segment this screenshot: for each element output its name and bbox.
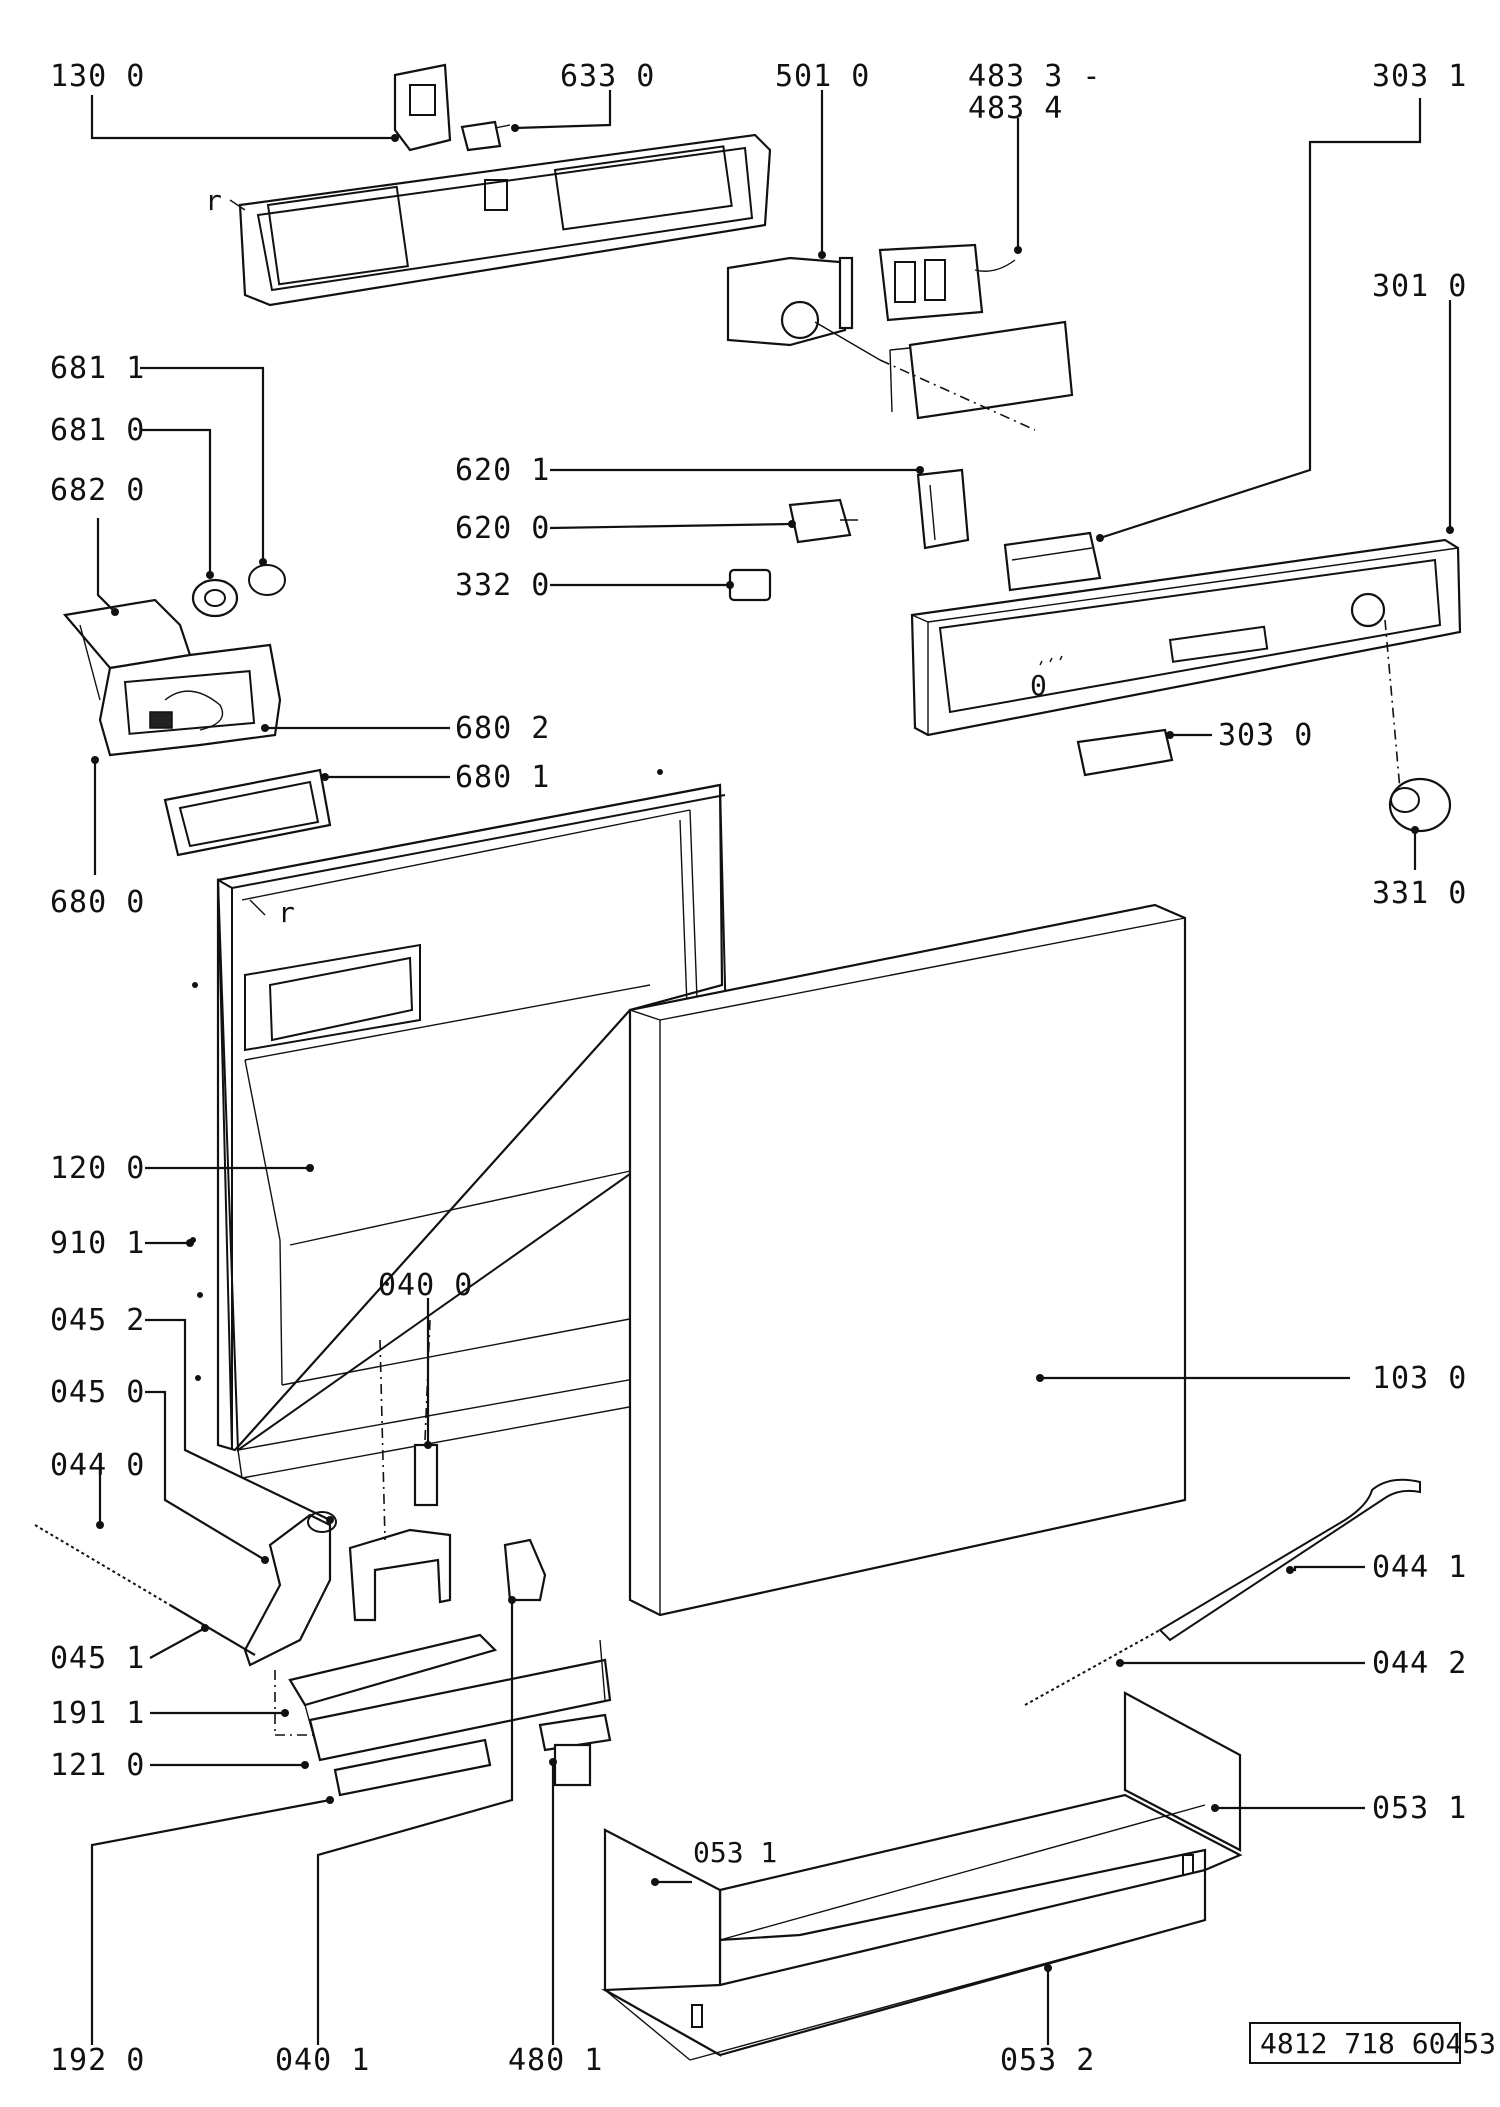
label-681-1: 681 1 [50, 351, 145, 386]
left-spring-part [34, 1524, 256, 1656]
label-680-2: 680 2 [455, 711, 550, 746]
label-331-0: 331 0 [1372, 876, 1467, 911]
upper-handle-part [1003, 531, 1102, 592]
rail-clip-part [538, 1713, 612, 1787]
leader-dots [91, 124, 1454, 1972]
label-044-2: 044 2 [1372, 1646, 1467, 1681]
bracket-switch-part [393, 63, 452, 152]
label-053-1-right: 053 1 [1372, 1791, 1467, 1826]
switch-part [788, 498, 858, 544]
label-r-mid: r [278, 896, 295, 929]
label-130-0: 130 0 [50, 59, 145, 94]
small-hinge-bracket-part [503, 1538, 547, 1602]
reference-number-box: 4812 718 60453 [1249, 2022, 1496, 2064]
label-120-0: 120 0 [50, 1151, 145, 1186]
label-681-0: 681 0 [50, 413, 145, 448]
leader-lines [90, 90, 1452, 2045]
lower-handle-part [1076, 728, 1174, 777]
control-bracket-part [229, 133, 772, 307]
right-lever-part [1158, 1478, 1421, 1642]
label-620-1: 620 1 [455, 453, 550, 488]
label-040-1: 040 1 [275, 2043, 370, 2078]
label-044-1: 044 1 [1372, 1550, 1467, 1585]
label-045-2: 045 2 [50, 1303, 145, 1338]
dispenser-gasket-part [163, 768, 332, 857]
label-501-0: 501 0 [775, 59, 870, 94]
knob-part [1388, 777, 1452, 833]
connector-block-part [878, 243, 1016, 322]
outer-door-panel-part [628, 903, 1187, 1617]
dispenser-knob-part [191, 578, 239, 618]
timer-plate-part [879, 320, 1074, 431]
switch-bracket-part [916, 468, 970, 550]
right-plinth-panel-part [1123, 1691, 1242, 1852]
reference-number: 4812 718 60453 [1260, 2027, 1496, 2060]
label-483-3: 483 3 - [968, 59, 1101, 94]
label-303-1: 303 1 [1372, 59, 1467, 94]
hinge-part [348, 1319, 452, 1622]
label-r-top: r [205, 184, 222, 217]
label-682-0: 682 0 [50, 473, 145, 508]
timer-part [726, 256, 881, 361]
dispenser-ring-part [248, 564, 286, 596]
plinth-part [601, 1793, 1243, 2061]
label-480-1: 480 1 [508, 2043, 603, 2078]
control-panel-fascia-part: 0 [910, 538, 1462, 791]
label-483-4: 483 4 [968, 91, 1063, 126]
label-103-0: 103 0 [1372, 1361, 1467, 1396]
screws-part [190, 769, 663, 1381]
label-192-0: 192 0 [50, 2043, 145, 2078]
door-rail-part [274, 1633, 612, 1797]
right-spring-part [1024, 1629, 1161, 1706]
svg-text:0: 0 [1030, 669, 1047, 702]
label-910-1: 910 1 [50, 1226, 145, 1261]
label-053-2: 053 2 [1000, 2043, 1095, 2078]
label-053-1-left: 053 1 [693, 1836, 777, 1869]
label-045-1: 045 1 [50, 1641, 145, 1676]
label-045-0: 045 0 [50, 1375, 145, 1410]
small-clip-part [460, 120, 511, 152]
label-680-1: 680 1 [455, 760, 550, 795]
label-633-0: 633 0 [560, 59, 655, 94]
label-303-0: 303 0 [1218, 718, 1313, 753]
detergent-dispenser-part [62, 598, 282, 757]
small-button-part [728, 568, 772, 602]
label-044-0: 044 0 [50, 1448, 145, 1483]
label-121-0: 121 0 [50, 1748, 145, 1783]
label-620-0: 620 0 [455, 511, 550, 546]
label-040-0: 040 0 [378, 1268, 473, 1303]
label-191-1: 191 1 [50, 1696, 145, 1731]
label-301-0: 301 0 [1372, 269, 1467, 304]
hinge-arm-part [243, 1511, 337, 1667]
label-332-0: 332 0 [455, 568, 550, 603]
label-680-0: 680 0 [50, 885, 145, 920]
